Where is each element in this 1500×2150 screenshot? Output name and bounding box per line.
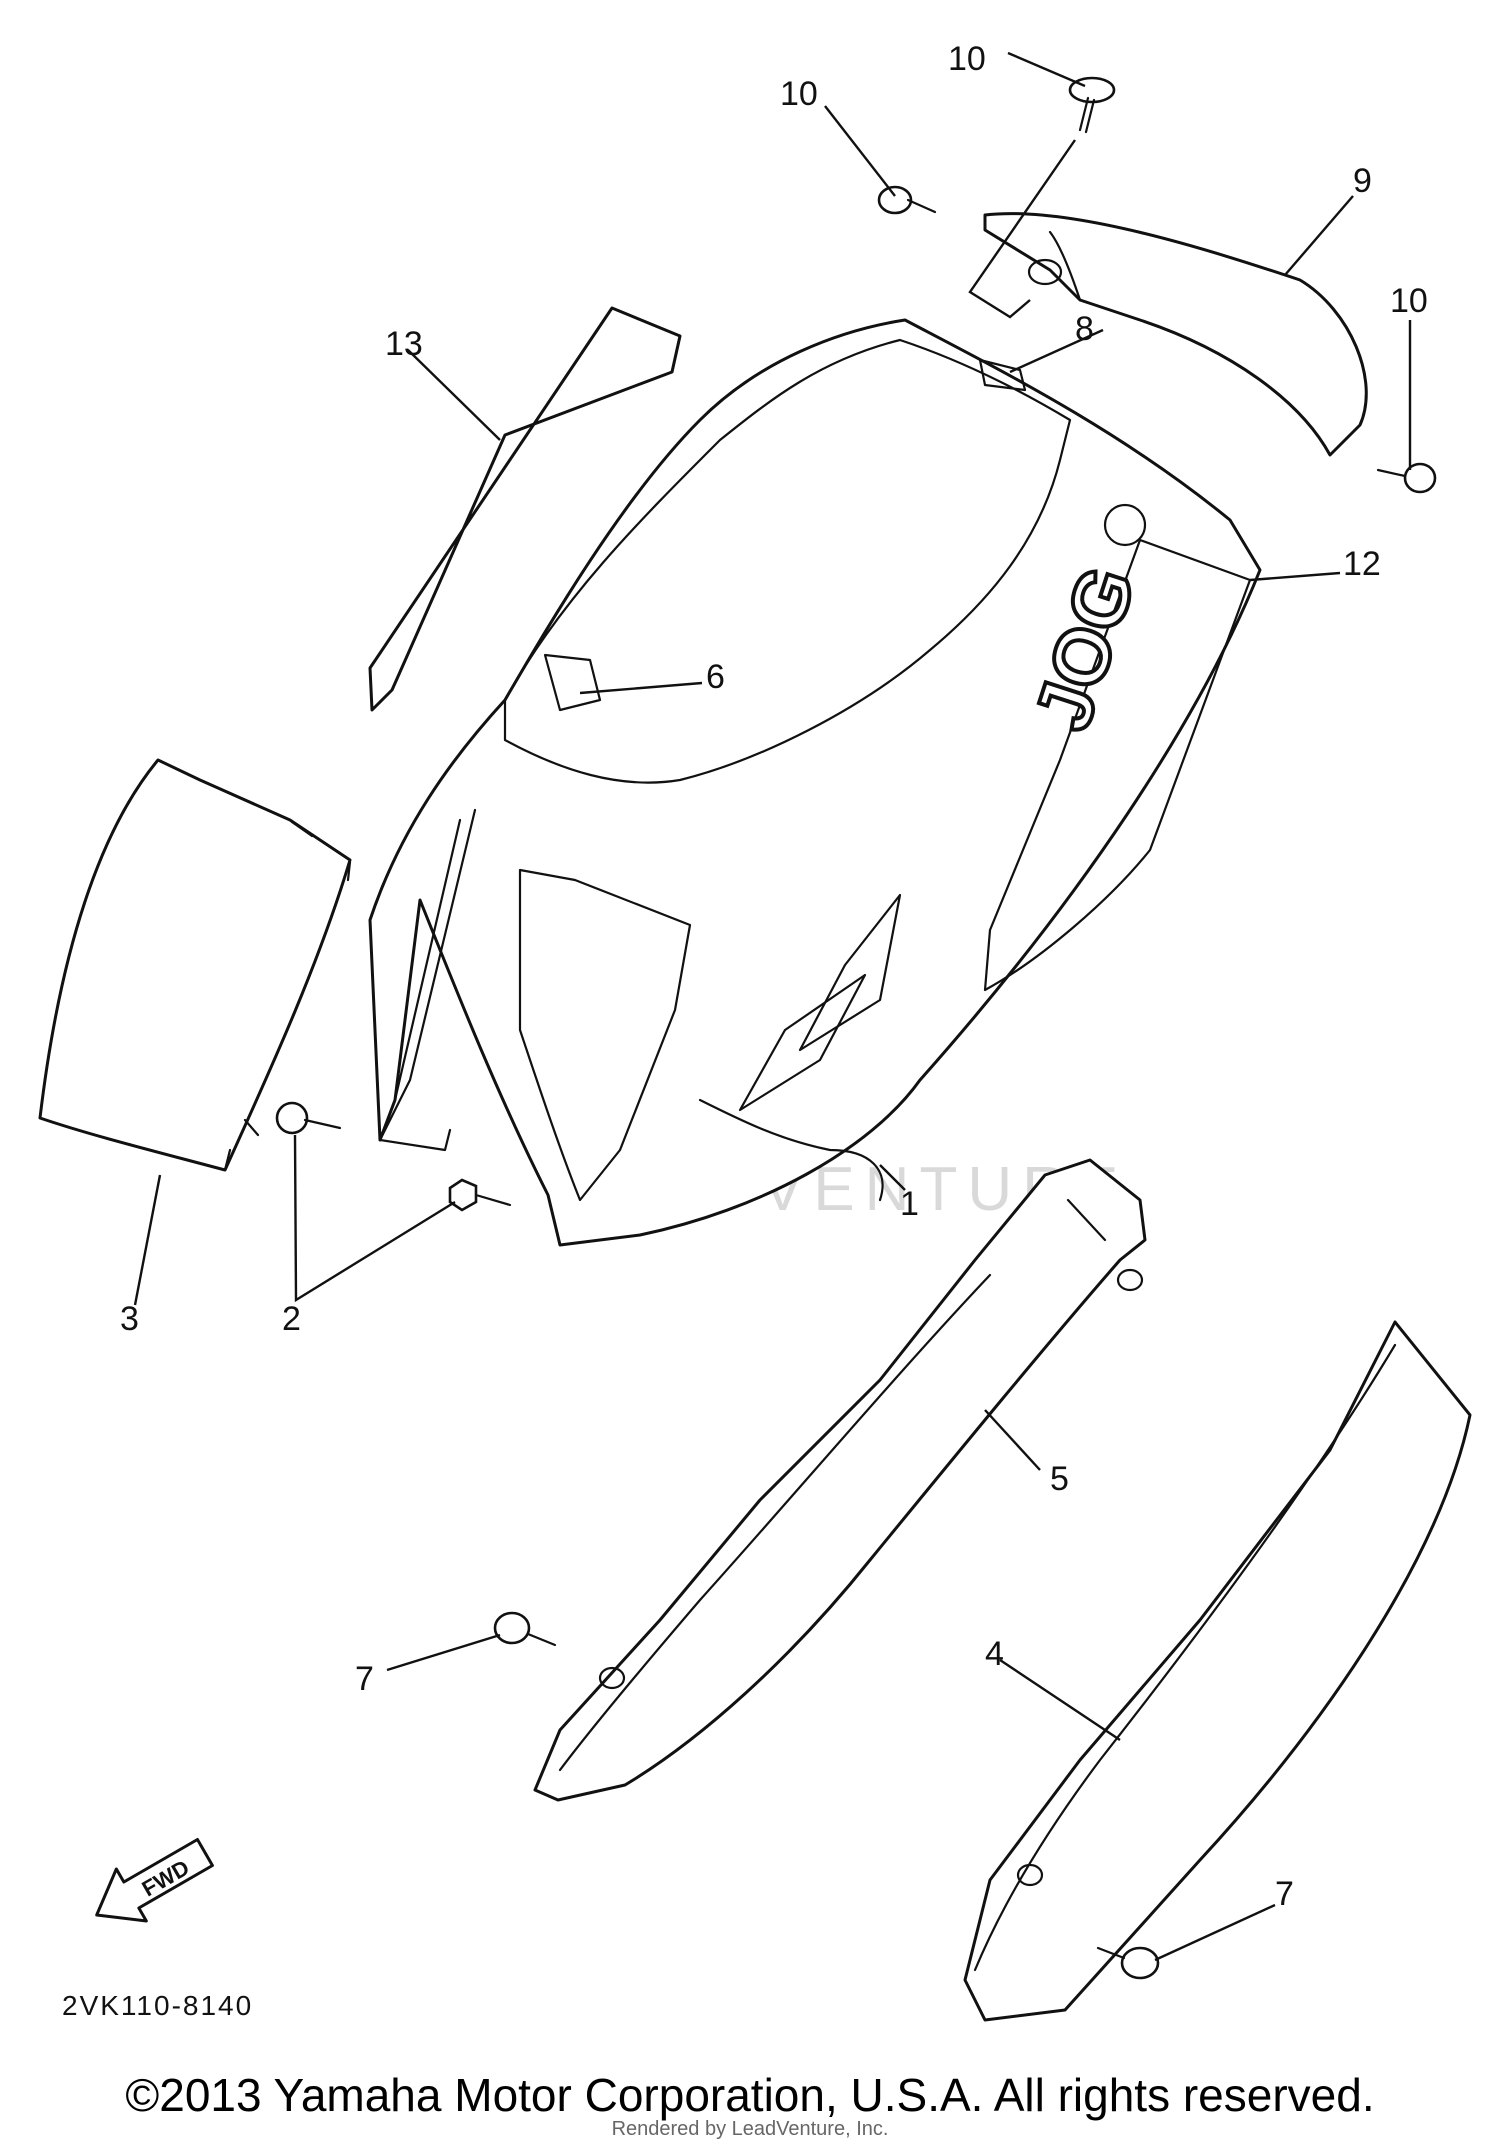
callout-10-upper: 10	[780, 75, 818, 113]
callout-9: 9	[1353, 162, 1372, 200]
part-4-lower-molding[interactable]	[963, 1320, 1472, 2022]
fastener-2-lower-screw	[448, 1178, 512, 1212]
part-3-cover-panel[interactable]	[38, 758, 352, 1172]
fastener-2-upper-screw	[275, 1101, 342, 1135]
callout-5: 5	[1050, 1460, 1069, 1498]
jog-logo: JOG	[1017, 556, 1152, 740]
rendered-by-notice: Rendered by LeadVenture, Inc.	[611, 2118, 889, 2140]
callout-10-right: 10	[1390, 282, 1428, 320]
callout-2: 2	[282, 1300, 301, 1338]
callout-6: 6	[706, 658, 725, 696]
fastener-7-right-screw	[1096, 1946, 1160, 1980]
part-13-strip[interactable]	[368, 306, 682, 712]
part-1-body-cover[interactable]: JOG	[368, 318, 1262, 1247]
callout-12: 12	[1343, 545, 1381, 583]
callout-1: 1	[900, 1185, 919, 1223]
callout-11: 10	[948, 40, 986, 78]
fastener-10-upper-screw	[877, 185, 937, 215]
fastener-10-right-screw	[1376, 462, 1437, 494]
callout-8: 8	[1075, 310, 1094, 348]
fastener-7-left-screw	[493, 1611, 557, 1647]
leader-lines	[133, 51, 1412, 1962]
copyright-notice: ©2013 Yamaha Motor Corporation, U.S.A. A…	[125, 2069, 1375, 2121]
part-5-side-molding[interactable]	[533, 1158, 1147, 1802]
callout-7-left: 7	[355, 1660, 374, 1698]
part-9-rear-cover[interactable]	[983, 212, 1368, 457]
fwd-arrow-icon: FWD	[95, 1838, 214, 1923]
fastener-11-screw	[1068, 76, 1116, 134]
callout-7-right: 7	[1275, 1875, 1294, 1913]
diagram-code: 2VK110-8140	[62, 1990, 254, 2021]
callout-4: 4	[985, 1635, 1004, 1673]
callout-13: 13	[385, 325, 423, 363]
callouts: 10 10 9 10 8 13 12 6 1 3 2 5 7 4 7	[120, 40, 1428, 1913]
callout-3: 3	[120, 1300, 139, 1338]
